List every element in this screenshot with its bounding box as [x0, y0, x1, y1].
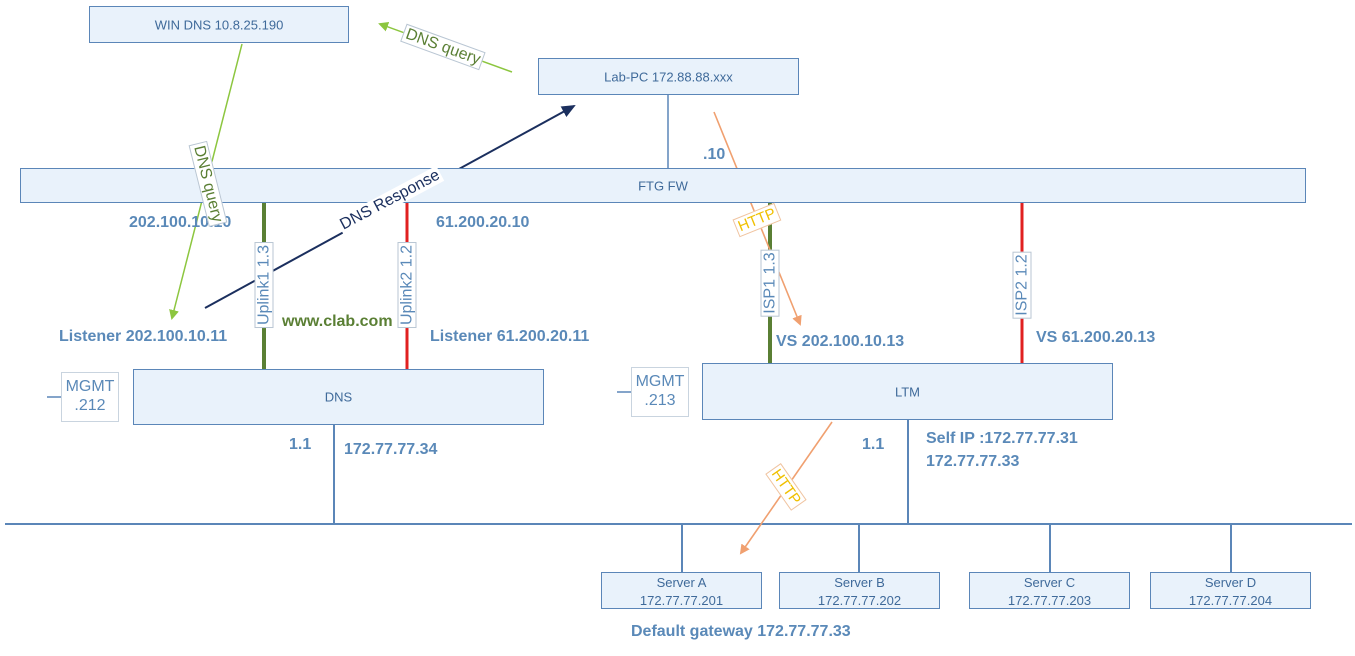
server-a-box: Server A 172.77.77.201	[601, 572, 762, 609]
vs2-label: VS 61.200.20.13	[1036, 329, 1156, 346]
uplink1-label: Uplink1 1.3	[254, 241, 274, 329]
isp2-label: ISP2 1.2	[1012, 251, 1032, 319]
dns-int-b: 172.77.77.34	[344, 441, 438, 458]
server-a-name: Server A	[656, 575, 707, 590]
listener2-label: Listener 61.200.20.11	[430, 328, 590, 345]
server-b-name: Server B	[834, 575, 885, 590]
fw-inside-ip: .10	[703, 146, 726, 163]
server-c-ip: 172.77.77.203	[1007, 593, 1092, 608]
server-d-name: Server D	[1204, 575, 1257, 590]
ltm-mgmt-line2: .213	[644, 392, 676, 409]
server-a-ip: 172.77.77.201	[639, 593, 724, 608]
ftg-fw-label: FTG FW	[638, 178, 688, 193]
win-dns-box: WIN DNS 10.8.25.190	[89, 6, 349, 43]
server-d-ip: 172.77.77.204	[1188, 593, 1273, 608]
isp1-label: ISP1 1.3	[760, 249, 780, 317]
ltm-mgmt-box: MGMT .213	[631, 367, 689, 417]
lab-pc-box: Lab-PC 172.88.88.xxx	[538, 58, 799, 95]
server-d-box: Server D 172.77.77.204	[1150, 572, 1311, 609]
dns-box: DNS	[133, 369, 544, 425]
domain-label: www.clab.com	[282, 313, 393, 330]
server-b-box: Server B 172.77.77.202	[779, 572, 940, 609]
self-ip-2: 172.77.77.33	[926, 453, 1020, 470]
uplink2-ip: 61.200.20.10	[436, 214, 530, 231]
ltm-int: 1.1	[862, 436, 885, 453]
server-c-box: Server C 172.77.77.203	[969, 572, 1130, 609]
lab-pc-label: Lab-PC 172.88.88.xxx	[604, 69, 733, 84]
uplink2-label: Uplink2 1.2	[397, 241, 417, 329]
dns-mgmt-box: MGMT .212	[61, 372, 119, 422]
server-c-name: Server C	[1023, 575, 1076, 590]
vs1-label: VS 202.100.10.13	[776, 333, 905, 350]
ltm-mgmt-line1: MGMT	[635, 373, 685, 390]
listener1-label: Listener 202.100.10.11	[59, 328, 228, 345]
ltm-label: LTM	[894, 384, 921, 399]
ltm-box: LTM	[702, 363, 1113, 420]
dns-mgmt-line1: MGMT	[65, 378, 115, 395]
ftg-fw-box: FTG FW	[20, 168, 1306, 203]
uplink1-ip: 202.100.10.10	[129, 214, 232, 231]
dns-label: DNS	[324, 389, 353, 405]
dns-mgmt-line2: .212	[74, 397, 106, 414]
win-dns-label: WIN DNS 10.8.25.190	[154, 17, 284, 32]
self-ip-1: Self IP :172.77.77.31	[926, 430, 1078, 447]
server-b-ip: 172.77.77.202	[817, 593, 902, 608]
dns-int-a: 1.1	[289, 436, 312, 453]
default-gateway: Default gateway 172.77.77.33	[631, 623, 851, 640]
